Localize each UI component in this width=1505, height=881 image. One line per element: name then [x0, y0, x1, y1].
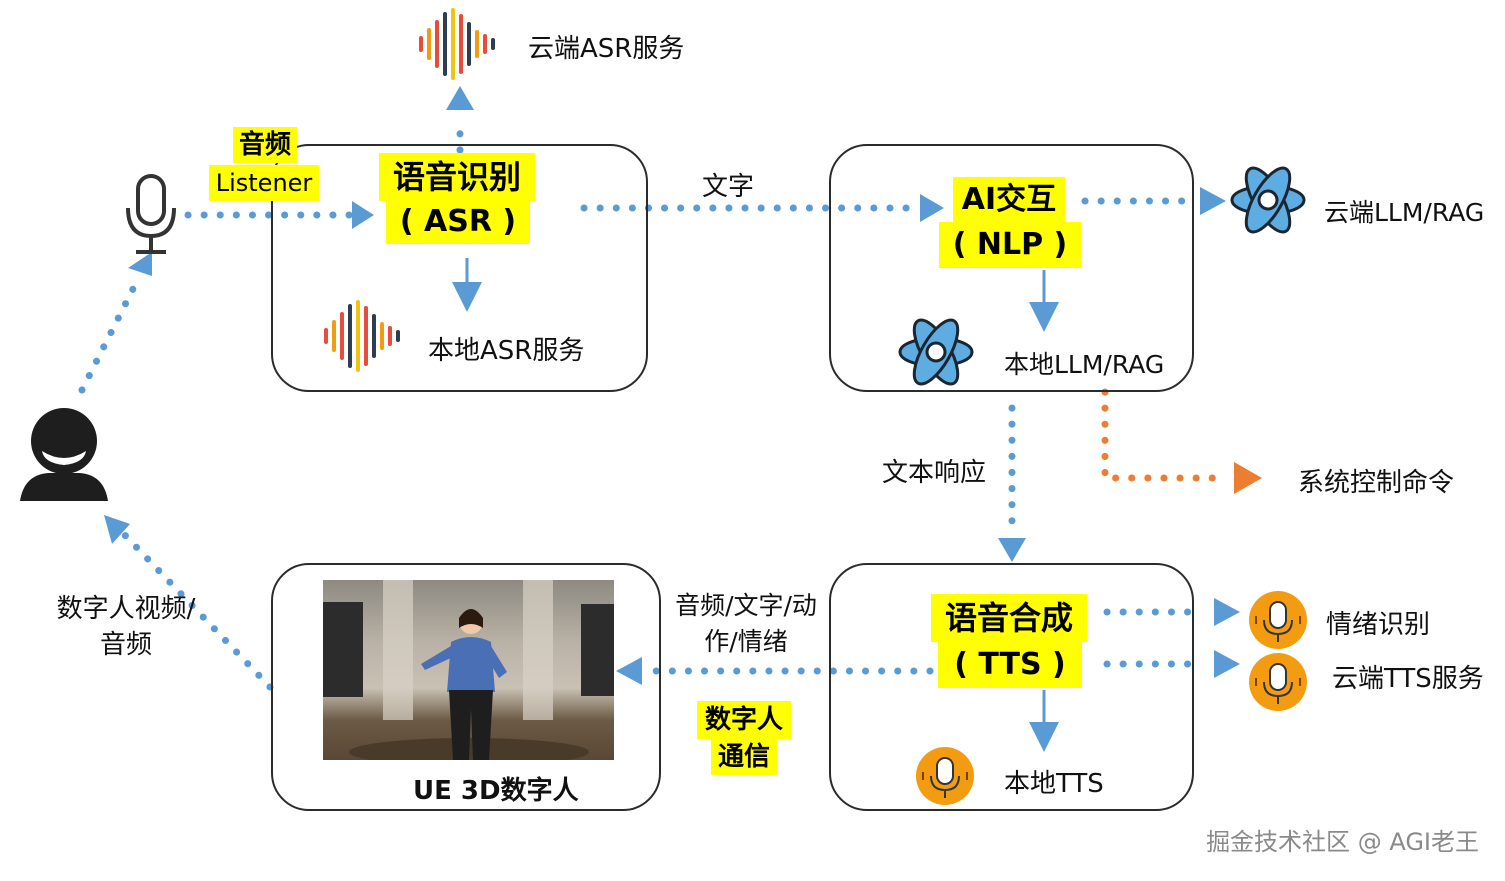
arrowhead-cloud-llm — [1200, 187, 1226, 215]
asr-subtitle: ( ASR ) — [386, 200, 530, 244]
local-llm-label: 本地LLM/RAG — [1004, 350, 1165, 379]
avatar-edge-label-line1: 音频/文字/动 — [675, 591, 817, 620]
avatar-output-label-line1: 数字人视频/ — [56, 594, 196, 624]
user-icon — [20, 408, 108, 501]
arrowhead-cloud-asr — [446, 86, 474, 110]
avatar-box-label: UE 3D数字人 — [413, 776, 579, 806]
cloud-tts-label: 云端TTS服务 — [1332, 664, 1484, 694]
arrowhead-control — [1234, 462, 1262, 494]
nlp-title: AI交互 — [953, 177, 1065, 223]
avatar-box — [271, 563, 661, 811]
avatar-output-label-line2: 音频 — [99, 630, 152, 660]
arrowhead-user — [104, 515, 130, 544]
comm-label-line1: 数字人 — [697, 701, 791, 739]
edge-llm-to-control — [1101, 388, 1232, 482]
asr-title: 语音识别 — [379, 153, 535, 201]
arrowhead-tts — [998, 538, 1026, 562]
microphone-icon — [126, 174, 176, 254]
arrowhead-emotion — [1214, 598, 1240, 626]
text-response-label: 文本响应 — [882, 458, 987, 488]
voice-mic-icon-emotion — [1249, 591, 1307, 649]
control-command-label: 系统控制命令 — [1298, 468, 1455, 498]
voice-mic-icon-cloud-tts — [1249, 653, 1307, 711]
atom-icon-cloud-llm — [1230, 166, 1306, 234]
arrowhead-avatar — [616, 657, 642, 685]
listener-label: Listener — [209, 165, 319, 201]
edge-user-to-mic — [78, 271, 144, 394]
atom-icon-local-llm — [898, 318, 974, 386]
arrowhead-cloud-tts — [1214, 650, 1240, 678]
nlp-subtitle: ( NLP ) — [939, 222, 1081, 268]
arrowhead-asr — [352, 201, 374, 229]
avatar-edge-label-line2: 作/情绪 — [704, 627, 788, 656]
text-edge-label: 文字 — [702, 172, 755, 202]
digital-human-preview — [323, 580, 614, 760]
voice-mic-icon-local-tts — [916, 747, 974, 805]
mic-label: 音频 — [233, 127, 297, 163]
sound-wave-icon-local-asr — [324, 300, 400, 372]
emotion-label: 情绪识别 — [1326, 610, 1431, 640]
sound-wave-icon-cloud-asr — [419, 8, 495, 80]
tts-subtitle: ( TTS ) — [938, 642, 1082, 688]
local-tts-label: 本地TTS — [1004, 769, 1104, 799]
comm-label-line2: 通信 — [711, 739, 777, 775]
nlp-box — [829, 144, 1194, 392]
digital-human-figure — [323, 580, 614, 760]
cloud-llm-label: 云端LLM/RAG — [1324, 198, 1485, 227]
watermark: 掘金技术社区 @ AGI老王 — [1206, 828, 1479, 856]
asr-box — [271, 144, 648, 392]
arrowhead-mic — [128, 252, 152, 276]
local-asr-label: 本地ASR服务 — [428, 336, 585, 366]
cloud-asr-label: 云端ASR服务 — [528, 34, 685, 64]
arrowhead-nlp — [920, 194, 944, 222]
tts-box — [829, 563, 1194, 811]
tts-title: 语音合成 — [931, 594, 1087, 642]
